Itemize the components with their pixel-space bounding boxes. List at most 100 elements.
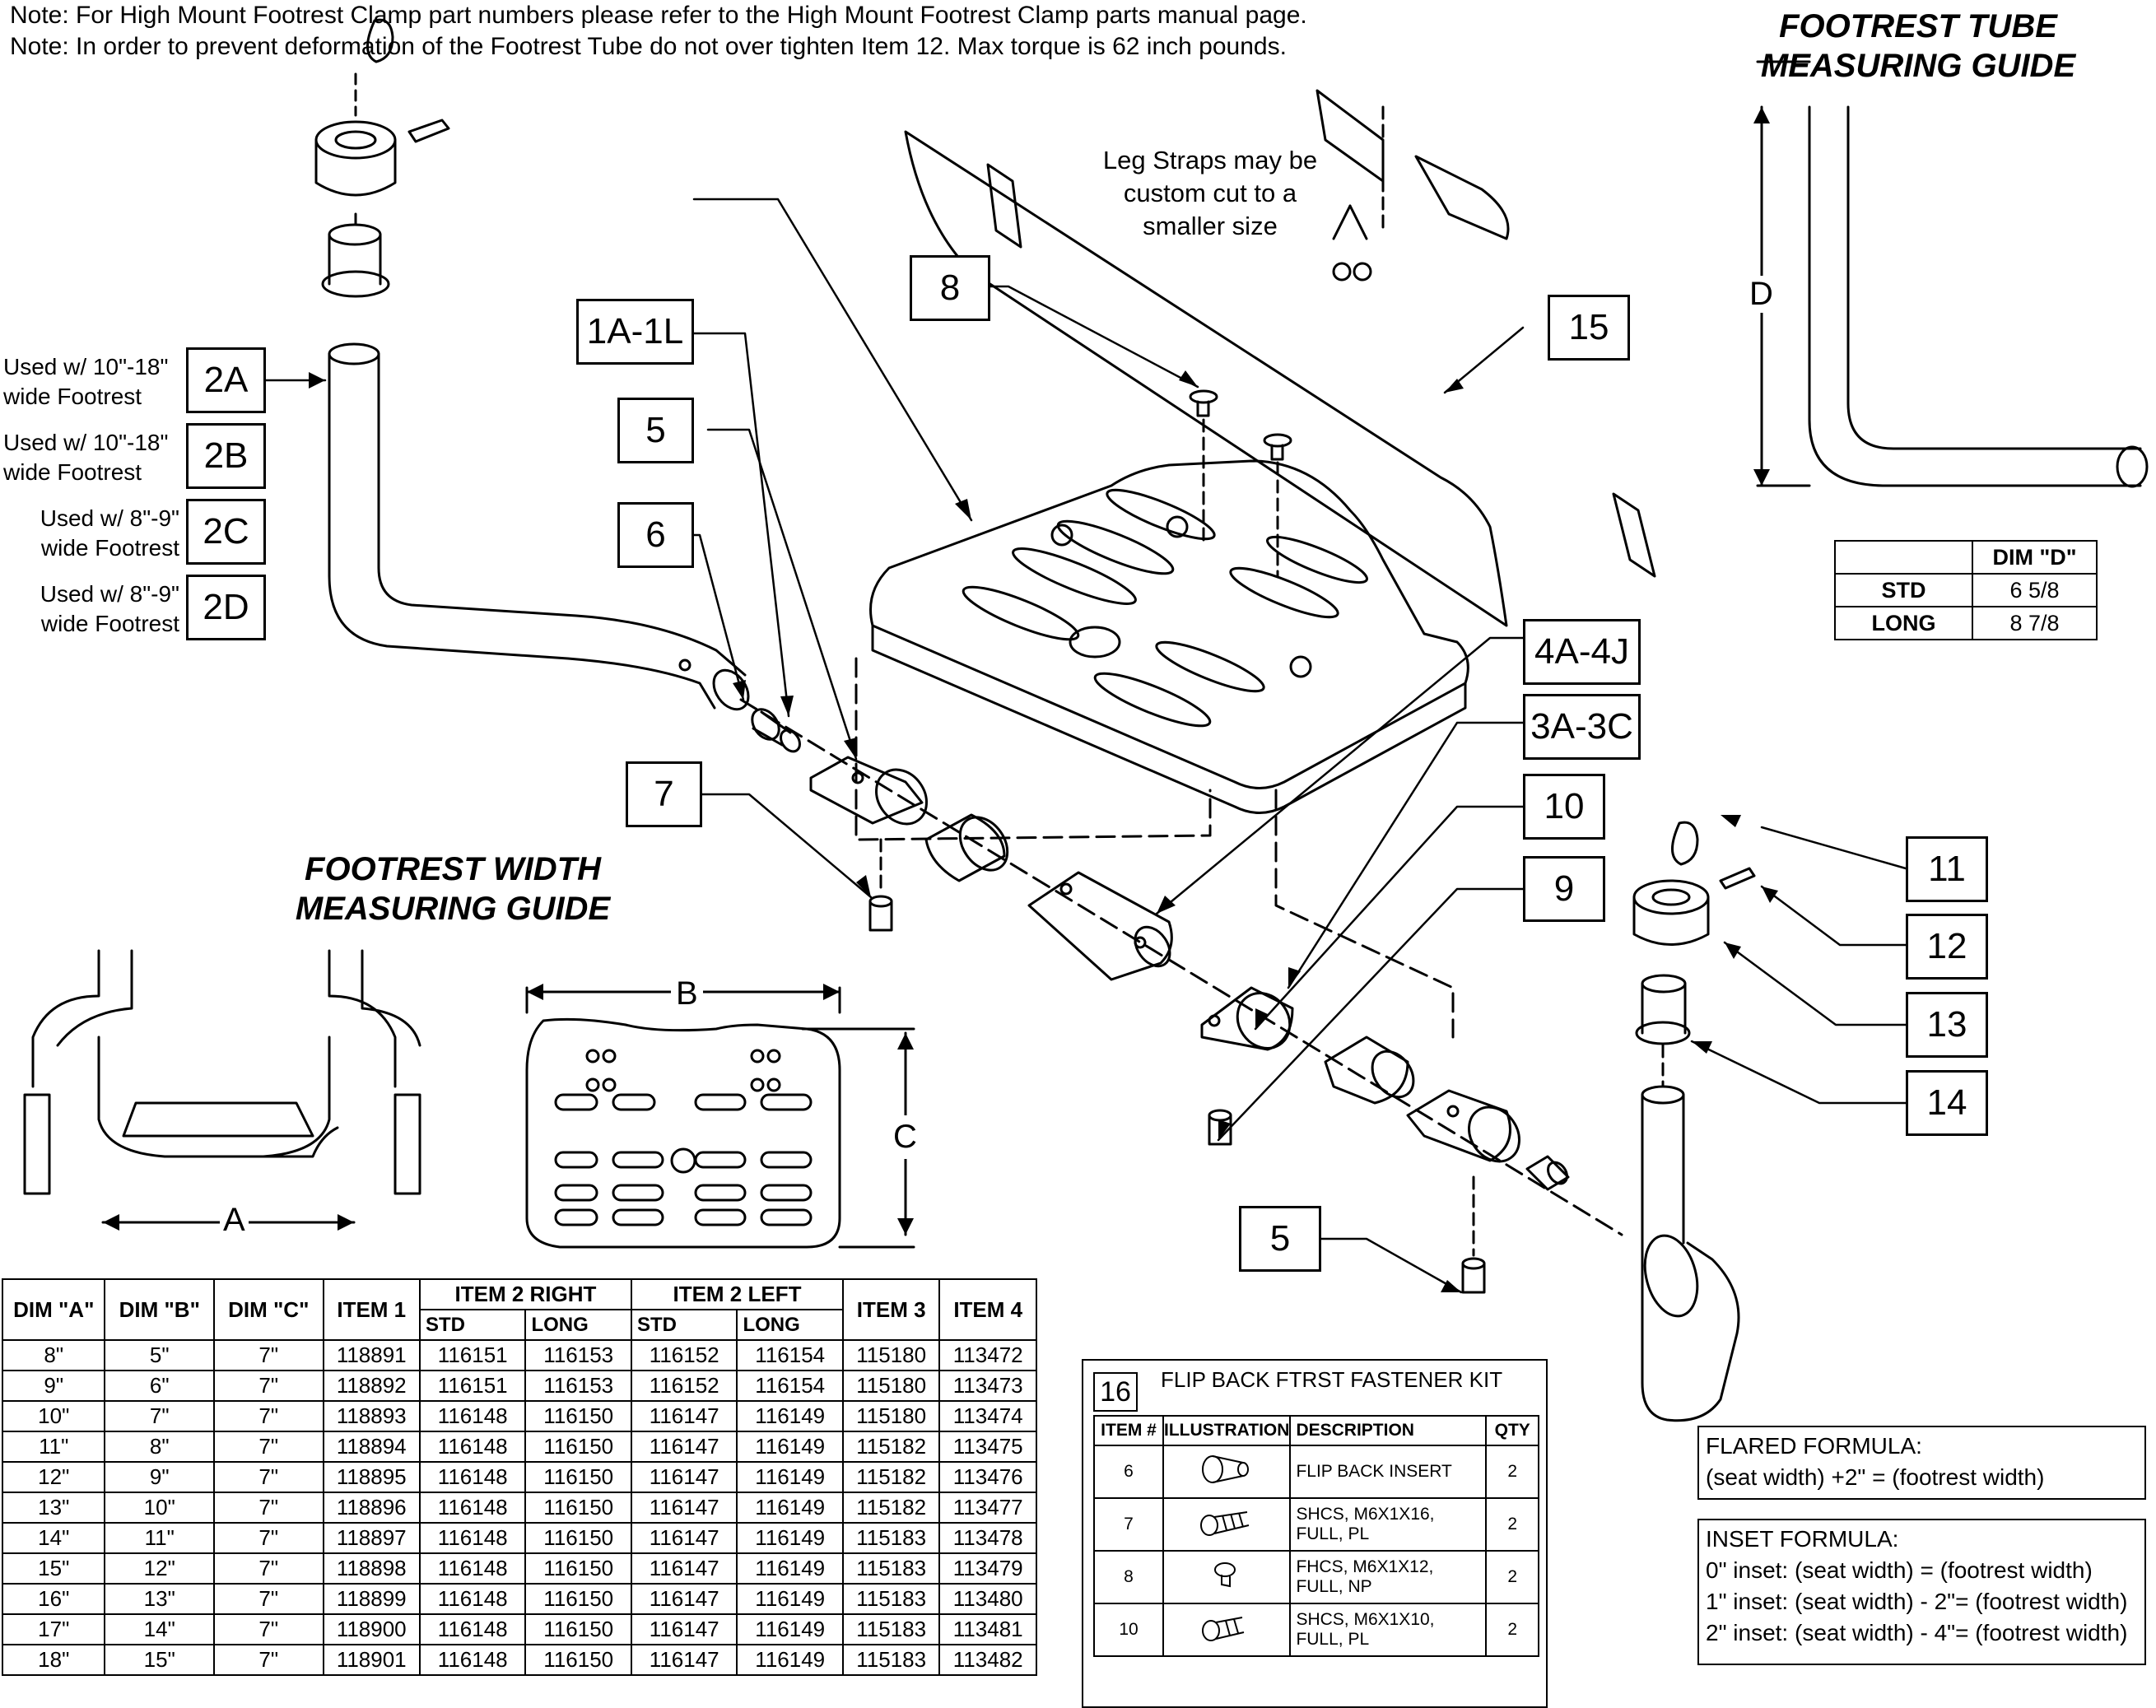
table-cell: 18" — [1, 1644, 106, 1676]
table-cell: 116154 — [736, 1339, 844, 1371]
table-cell: 7" — [213, 1370, 324, 1402]
table-cell: 118896 — [322, 1492, 421, 1524]
table-cell: 116154 — [736, 1370, 844, 1402]
inset-formula-box: INSET FORMULA: 0" inset: (seat width) = … — [1697, 1519, 2146, 1665]
table-cell: 11" — [1, 1431, 106, 1463]
table-cell: 113473 — [938, 1370, 1037, 1402]
shcs-short-screw-illustration — [1162, 1603, 1292, 1657]
right-clamp-cap — [1632, 821, 1756, 1045]
dim-d-label: D — [1749, 276, 1773, 313]
table-cell: 116148 — [418, 1613, 527, 1645]
kit-title: FLIP BACK FTRST FASTENER KIT — [1161, 1367, 1503, 1392]
table-cell: 118898 — [322, 1552, 421, 1585]
table-cell: 115183 — [841, 1644, 941, 1676]
callout-2a: 2A — [186, 347, 266, 413]
table-cell: 8" — [104, 1431, 215, 1463]
table-cell: 116149 — [736, 1400, 844, 1432]
callout-4a-4j: 4A-4J — [1523, 619, 1641, 685]
callout-1a-1l: 1A-1L — [576, 299, 694, 365]
table-cell: 116150 — [524, 1613, 632, 1645]
hinge-part-4 — [924, 813, 1173, 981]
table-cell: 116149 — [736, 1583, 844, 1615]
screw-5-bottom — [1461, 1175, 1486, 1294]
kit-row: 7 SHCS, M6X1X16,FULL, PL 2 — [1093, 1497, 1539, 1552]
table-cell: 116152 — [630, 1370, 738, 1402]
assembly-axis-line — [739, 698, 1623, 1236]
table-cell: 116149 — [736, 1492, 844, 1524]
table-cell: 116147 — [630, 1644, 738, 1676]
table-cell: 5" — [104, 1339, 215, 1371]
kit-row: 6 FLIP BACK INSERT 2 — [1093, 1445, 1539, 1499]
shcs-screw-illustration — [1162, 1497, 1292, 1552]
clamp-5-left — [809, 756, 928, 826]
leader-lines — [264, 198, 1907, 1294]
table-cell: 118897 — [322, 1522, 421, 1554]
callout-8: 8 — [910, 255, 990, 321]
table-cell: 13" — [104, 1583, 215, 1615]
callout-2d: 2D — [186, 575, 266, 640]
table-cell: 118893 — [322, 1400, 421, 1432]
table-cell: 115182 — [841, 1461, 941, 1493]
fastener-kit-box: 16 FLIP BACK FTRST FASTENER KIT ITEM # I… — [1082, 1359, 1548, 1708]
table-cell: 116149 — [736, 1613, 844, 1645]
tube-measuring-guide — [1756, 60, 2149, 488]
table-cell: 116152 — [630, 1339, 738, 1371]
callout-11: 11 — [1906, 836, 1988, 902]
callout-10: 10 — [1523, 774, 1605, 840]
width-guide-plate — [525, 986, 915, 1249]
table-cell: 12" — [1, 1461, 106, 1493]
table-cell: 13" — [1, 1492, 106, 1524]
table-cell: 116148 — [418, 1461, 527, 1493]
table-cell: 113475 — [938, 1431, 1037, 1463]
right-footrest-tube — [1641, 1044, 1740, 1422]
table-cell: 7" — [213, 1644, 324, 1676]
table-cell: 116153 — [524, 1370, 632, 1402]
table-cell: 7" — [104, 1400, 215, 1432]
note-torque: Note: In order to prevent deformation of… — [10, 33, 1287, 60]
table-cell: 10" — [1, 1400, 106, 1432]
insert-illustration — [1162, 1445, 1292, 1499]
callout-13: 13 — [1906, 992, 1988, 1058]
table-cell: 7" — [213, 1400, 324, 1432]
flip-back-insert-6 — [751, 708, 801, 753]
callout-7: 7 — [626, 761, 702, 827]
left-clamp-cap — [314, 18, 450, 298]
table-cell: 116153 — [524, 1339, 632, 1371]
arrowheads — [103, 107, 1778, 1292]
table-cell: 115183 — [841, 1583, 941, 1615]
leg-strap — [904, 89, 1656, 627]
table-cell: 7" — [213, 1583, 324, 1615]
callout-2c: 2C — [186, 499, 266, 565]
ring-9 — [1324, 1036, 1415, 1105]
table-cell: 115182 — [841, 1492, 941, 1524]
callout-9: 9 — [1523, 856, 1605, 922]
table-cell: 116149 — [736, 1461, 844, 1493]
dim-c-label: C — [893, 1115, 917, 1159]
table-cell: 8" — [1, 1339, 106, 1371]
table-cell: 118900 — [322, 1613, 421, 1645]
table-cell: 116150 — [524, 1583, 632, 1615]
table-cell: 116148 — [418, 1583, 527, 1615]
table-cell: 14" — [1, 1522, 106, 1554]
table-cell: 116147 — [630, 1522, 738, 1554]
table-cell: 16" — [1, 1583, 106, 1615]
table-cell: 116150 — [524, 1552, 632, 1585]
kit-row: 10 SHCS, M6X1X10,FULL, PL 2 — [1093, 1603, 1539, 1657]
note-high-mount: Note: For High Mount Footrest Clamp part… — [10, 2, 1307, 29]
table-cell: 116149 — [736, 1522, 844, 1554]
table-cell: 116147 — [630, 1400, 738, 1432]
table-cell: 116150 — [524, 1644, 632, 1676]
table-cell: 116149 — [736, 1431, 844, 1463]
screw-8 — [1189, 389, 1292, 578]
callout-14: 14 — [1906, 1070, 1988, 1136]
table-cell: 9" — [1, 1370, 106, 1402]
table-cell: 113480 — [938, 1583, 1037, 1615]
table-cell: 9" — [104, 1461, 215, 1493]
table-cell: 115180 — [841, 1400, 941, 1432]
table-cell: 113474 — [938, 1400, 1037, 1432]
table-cell: 115183 — [841, 1552, 941, 1585]
